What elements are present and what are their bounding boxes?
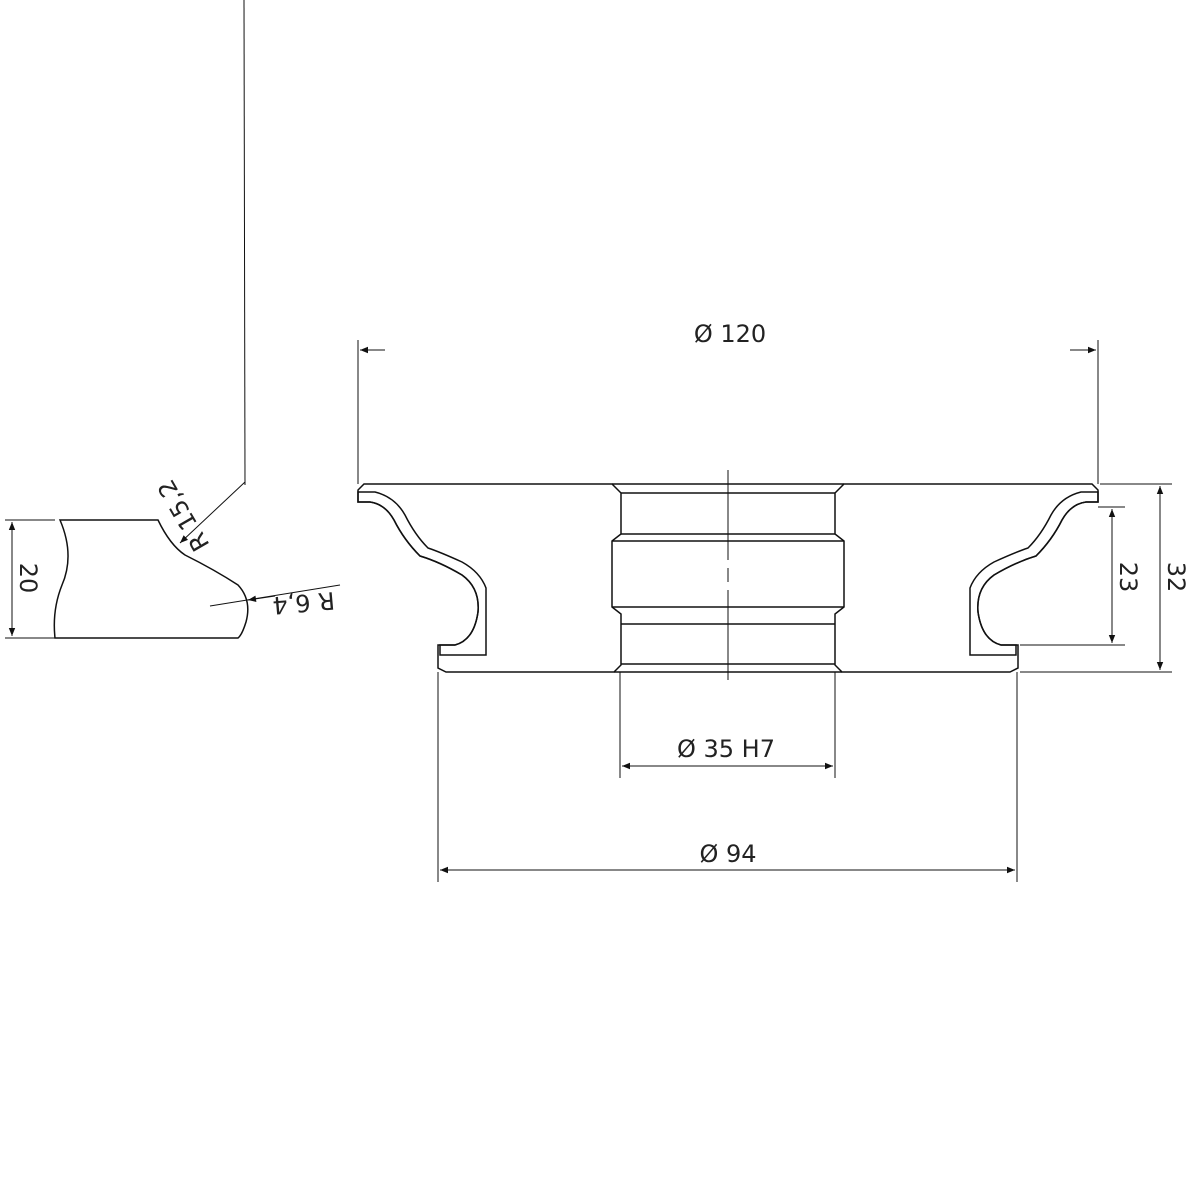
section-half-left — [357, 483, 622, 673]
leader-r-lower — [209, 584, 341, 607]
dim-base-diameter: Ø 94 — [699, 840, 756, 868]
dim-outer-diameter: Ø 120 — [694, 320, 766, 348]
dim-height-label: 20 — [14, 563, 42, 594]
dim-total-height: 32 — [1162, 562, 1190, 593]
dim-profile-height: 23 — [1114, 562, 1142, 593]
radius-upper-label: R 15,2 — [152, 475, 215, 556]
dimensions: Ø 120 Ø 35 H7 Ø 94 23 32 — [357, 320, 1190, 882]
dim-bore: Ø 35 H7 — [677, 735, 775, 763]
profile-insert — [357, 491, 487, 656]
profile-shape — [53, 519, 249, 639]
profile-detail: 20 R 15,2 R 6,4 — [5, 0, 341, 639]
radius-lower-label: R 6,4 — [271, 586, 336, 619]
bore — [612, 470, 844, 682]
leader-r-upper — [243, 0, 246, 486]
main-section — [357, 470, 1099, 682]
